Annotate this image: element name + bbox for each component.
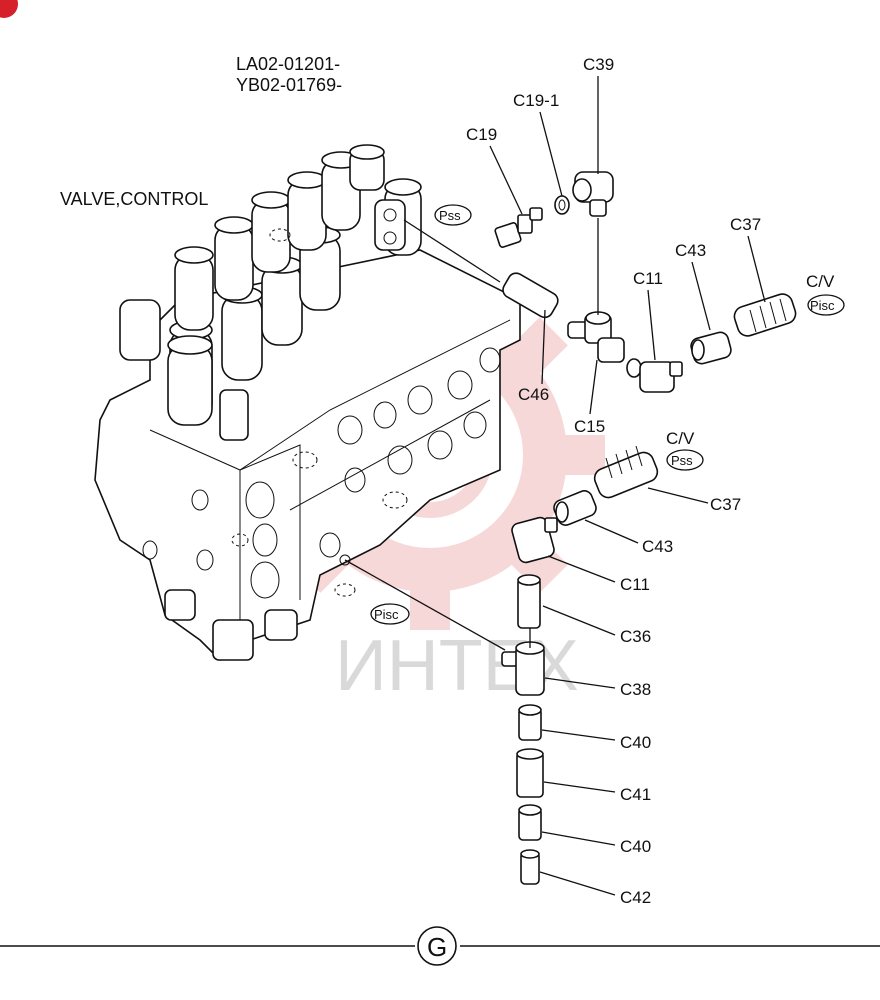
adapter-c36 xyxy=(517,574,541,629)
label-c43-lower: C43 xyxy=(642,537,673,556)
label-c36: C36 xyxy=(620,627,651,646)
label-c38: C38 xyxy=(620,680,651,699)
check-valve-c43-upper xyxy=(690,331,732,365)
label-c41: C41 xyxy=(620,785,651,804)
diagram-title: VALVE,CONTROL xyxy=(60,189,208,209)
port-pisc-lower: Pisc xyxy=(370,603,410,625)
corner-badge-icon xyxy=(0,0,18,18)
label-c19: C19 xyxy=(466,125,497,144)
check-valve-c37-upper xyxy=(733,293,797,337)
label-cv-lower: C/V xyxy=(666,429,695,448)
nut-c40-lower xyxy=(518,804,542,841)
svg-text:Pss: Pss xyxy=(439,208,461,223)
port-pss-upper: Pss xyxy=(434,204,472,226)
label-c39: C39 xyxy=(583,55,614,74)
label-c11-upper: C11 xyxy=(633,269,663,288)
check-valve-c43-lower xyxy=(553,490,597,526)
port-pss-lower: Pss xyxy=(666,449,704,471)
assembly-lines xyxy=(344,218,599,651)
port-pisc-upper: Pisc xyxy=(807,294,845,316)
label-c11-lower: C11 xyxy=(620,575,650,594)
label-c37-upper: C37 xyxy=(730,215,761,234)
section-badge xyxy=(417,926,457,966)
section-letter: G xyxy=(427,932,447,962)
fitting-c19 xyxy=(494,207,543,248)
label-c15: C15 xyxy=(574,417,605,436)
svg-text:Pisc: Pisc xyxy=(374,607,399,622)
elbow-c11-lower xyxy=(511,516,558,564)
label-cv-upper: C/V xyxy=(806,272,835,291)
label-c19-1: C19-1 xyxy=(513,91,559,110)
adapter-c41 xyxy=(516,748,544,798)
label-c43-upper: C43 xyxy=(675,241,706,260)
elbow-c11-upper xyxy=(626,358,683,393)
label-c40-lower: C40 xyxy=(620,837,651,856)
label-c40-upper: C40 xyxy=(620,733,651,752)
svg-text:Pss: Pss xyxy=(671,453,693,468)
svg-text:Pisc: Pisc xyxy=(810,298,835,313)
control-valve-drawing xyxy=(94,144,521,662)
plug-c42 xyxy=(520,849,540,885)
serial-number-2: YB02-01769- xyxy=(236,75,342,95)
check-valve-c37-lower xyxy=(593,445,659,499)
elbow-c39 xyxy=(572,171,614,217)
serial-number-1: LA02-01201- xyxy=(236,54,340,74)
tee-c15 xyxy=(567,311,625,363)
nut-c40-upper xyxy=(518,704,542,741)
oring-c19-1 xyxy=(554,195,570,215)
label-c42: C42 xyxy=(620,888,651,907)
label-c37-lower: C37 xyxy=(710,495,741,514)
adapter-c46 xyxy=(502,272,559,319)
leader-lines xyxy=(489,76,766,896)
label-c46: C46 xyxy=(518,385,549,404)
